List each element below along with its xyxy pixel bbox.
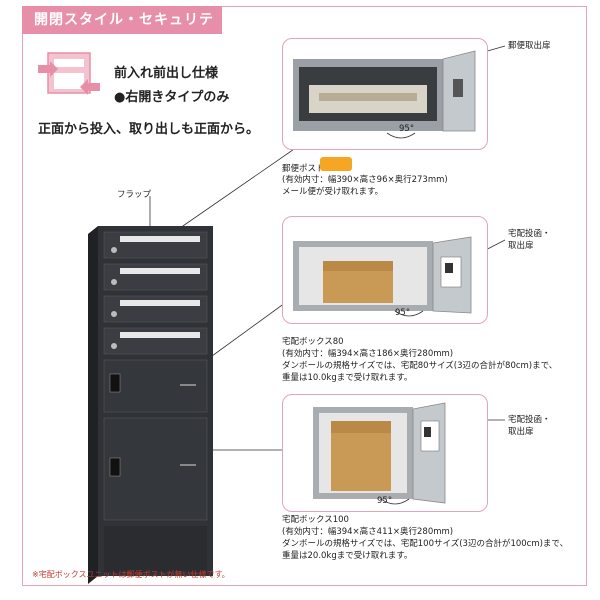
box80-illustration <box>293 236 472 317</box>
mail-post-dims: (有効内寸：幅390×高さ96×奥行273mm) <box>282 175 448 185</box>
mail-angle-label: 95° <box>399 124 415 134</box>
mailbox-cabinet-illustration <box>88 226 213 584</box>
box80-dims: (有効内寸：幅394×高さ186×奥行280mm) <box>282 349 454 359</box>
box100-panel: 95° <box>282 394 488 512</box>
spec-line-1: 前入れ前出し仕様 <box>114 66 219 81</box>
box80-desc-1: ダンボールの規格サイズでは、宅配80サイズ(3辺の合計が80cm)まで、 <box>282 361 558 371</box>
section-title: 開閉スタイル・セキュリティ <box>22 6 222 56</box>
flap-label: フラップ <box>117 190 152 200</box>
box100-door-callout-2: 取出扉 <box>508 427 534 437</box>
front-access-note: 正面から投入、取り出しも正面から。 <box>38 122 260 137</box>
mail-post-desc: メール便が受け取れます。 <box>282 187 384 197</box>
box80-door-callout-1: 宅配投函・ <box>508 229 551 239</box>
mail-slot-2 <box>103 263 208 291</box>
box100-desc-2: 重量は20.0kgまで受け取れます。 <box>282 551 413 561</box>
mail-post-panel: 95° <box>282 38 488 150</box>
box100-name: 宅配ボックス100 <box>282 515 349 525</box>
section-frame <box>22 6 587 586</box>
mail-post-name: 郵便ポスト <box>282 164 325 174</box>
mail-post-illustration <box>293 50 476 139</box>
box100-door-callout-1: 宅配投函・ <box>508 415 551 425</box>
spec-line-2: ●右開きタイプのみ <box>114 90 230 105</box>
box100-desc-1: ダンボールの規格サイズでは、宅配100サイズ(3辺の合計が100cm)まで、 <box>282 539 569 549</box>
footnote: ※宅配ボックスユニットは郵便ポストが無い仕様です。 <box>32 570 230 579</box>
mail-door-callout: 郵便取出扉 <box>508 41 551 51</box>
box80-name: 宅配ボックス80 <box>282 337 344 347</box>
box80-angle-label: 95° <box>395 308 411 318</box>
mail-service-badge-icon <box>320 157 352 171</box>
mail-slot-3 <box>103 295 208 323</box>
box80-panel: 95° <box>282 216 488 324</box>
mail-slot-4 <box>103 327 208 355</box>
mail-slot-1 <box>103 231 208 259</box>
front-in-front-out-icon <box>38 52 100 95</box>
box100-angle-label: 95° <box>377 496 393 506</box>
box80-desc-2: 重量は10.0kgまで受け取れます。 <box>282 373 413 383</box>
box100-illustration <box>313 402 446 505</box>
box100-dims: (有効内寸：幅394×高さ411×奥行280mm) <box>282 527 454 537</box>
box80-door-callout-2: 取出扉 <box>508 241 534 251</box>
